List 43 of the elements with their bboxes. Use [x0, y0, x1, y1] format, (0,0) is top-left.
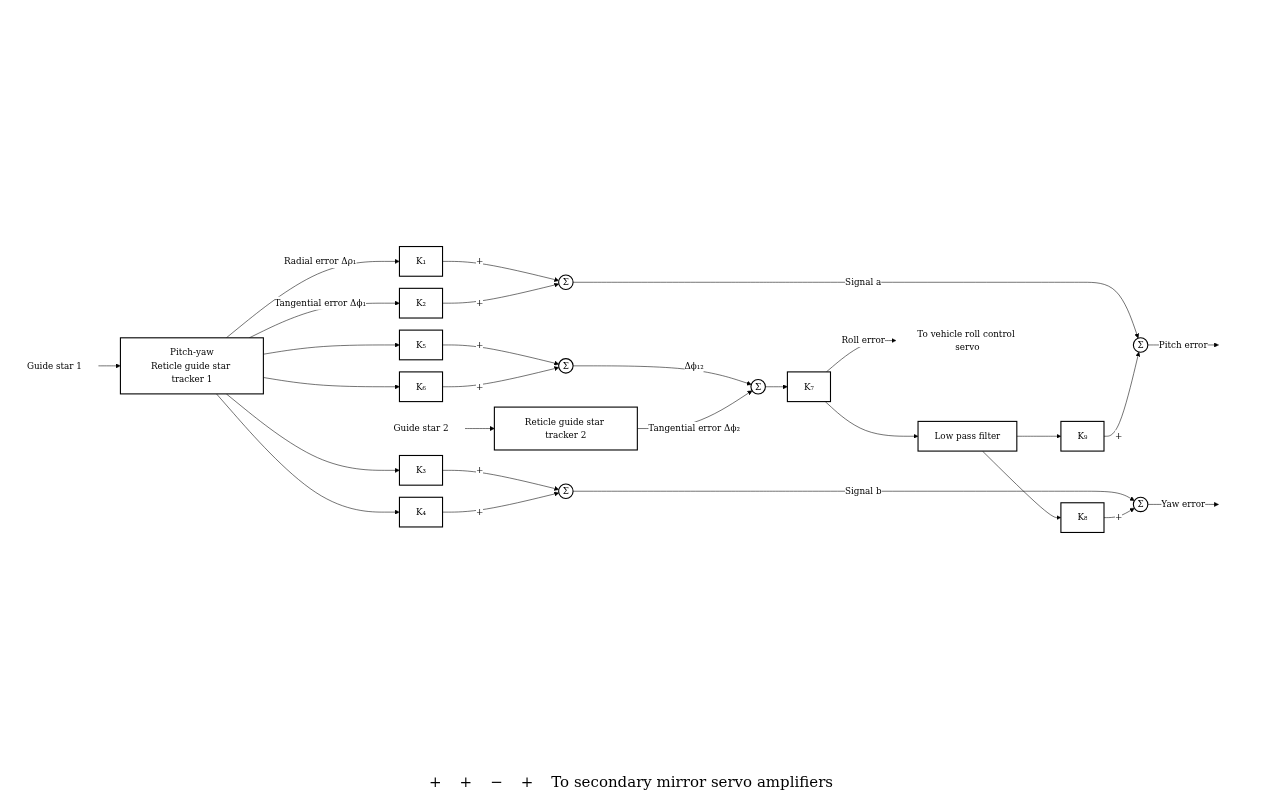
edge-label: Pitch error — [1158, 339, 1208, 350]
node-circle: Σ — [750, 378, 766, 395]
node-box: K₄ — [398, 496, 444, 528]
edge-label: Radial error Δρ₁ — [284, 255, 357, 267]
edge-label: + — [476, 339, 484, 350]
node-box: K₈ — [1060, 502, 1105, 533]
annotation-text: + — [428, 773, 442, 791]
annotation-text: + — [459, 773, 473, 791]
node-circle: Σ — [558, 274, 574, 291]
annotation-text: − — [490, 773, 503, 791]
edge-label: Yaw error — [1161, 498, 1206, 510]
edge-label: Δϕ₁₂ — [684, 360, 704, 371]
edge-label: + — [1115, 512, 1123, 523]
annotation-text: + — [520, 773, 534, 791]
edge-label: + — [476, 255, 484, 267]
node-circle: Σ — [1132, 496, 1149, 513]
edge-label: + — [476, 464, 484, 476]
edge-label: + — [476, 506, 484, 518]
edge-label: Tangential error Δϕ₂ — [648, 423, 740, 434]
edge-label: + — [476, 297, 484, 309]
node-text: Guide star 2 — [393, 423, 449, 434]
edge-label: + — [1115, 430, 1123, 442]
node-box: K₅ — [398, 329, 444, 361]
node-text: To vehicle roll control servo — [917, 328, 1015, 353]
node-box: K₂ — [398, 287, 444, 319]
edge-label: Roll error — [841, 335, 885, 346]
node-box: K₁ — [398, 246, 444, 277]
node-text: Guide star 1 — [26, 360, 82, 371]
node-box: K₇ — [786, 371, 832, 403]
node-box: Pitch-yaw Reticle guide star tracker 1 — [119, 337, 264, 395]
edge-label: Signal a — [845, 276, 882, 288]
edge-label: Signal b — [844, 485, 882, 497]
node-box: K₉ — [1060, 420, 1105, 452]
node-circle: Σ — [558, 483, 574, 499]
node-box: Reticle guide star tracker 2 — [493, 406, 638, 451]
node-box: K₆ — [398, 371, 444, 403]
node-circle: Σ — [1132, 337, 1149, 353]
node-box: K₃ — [398, 454, 444, 486]
node-circle: Σ — [558, 358, 574, 374]
node-box: Low pass filter — [917, 420, 1018, 452]
edge-label: + — [476, 381, 484, 392]
edge-label: Tangential error Δϕ₁ — [274, 297, 366, 309]
annotation-text: To secondary mirror servo amplifiers — [551, 773, 833, 791]
